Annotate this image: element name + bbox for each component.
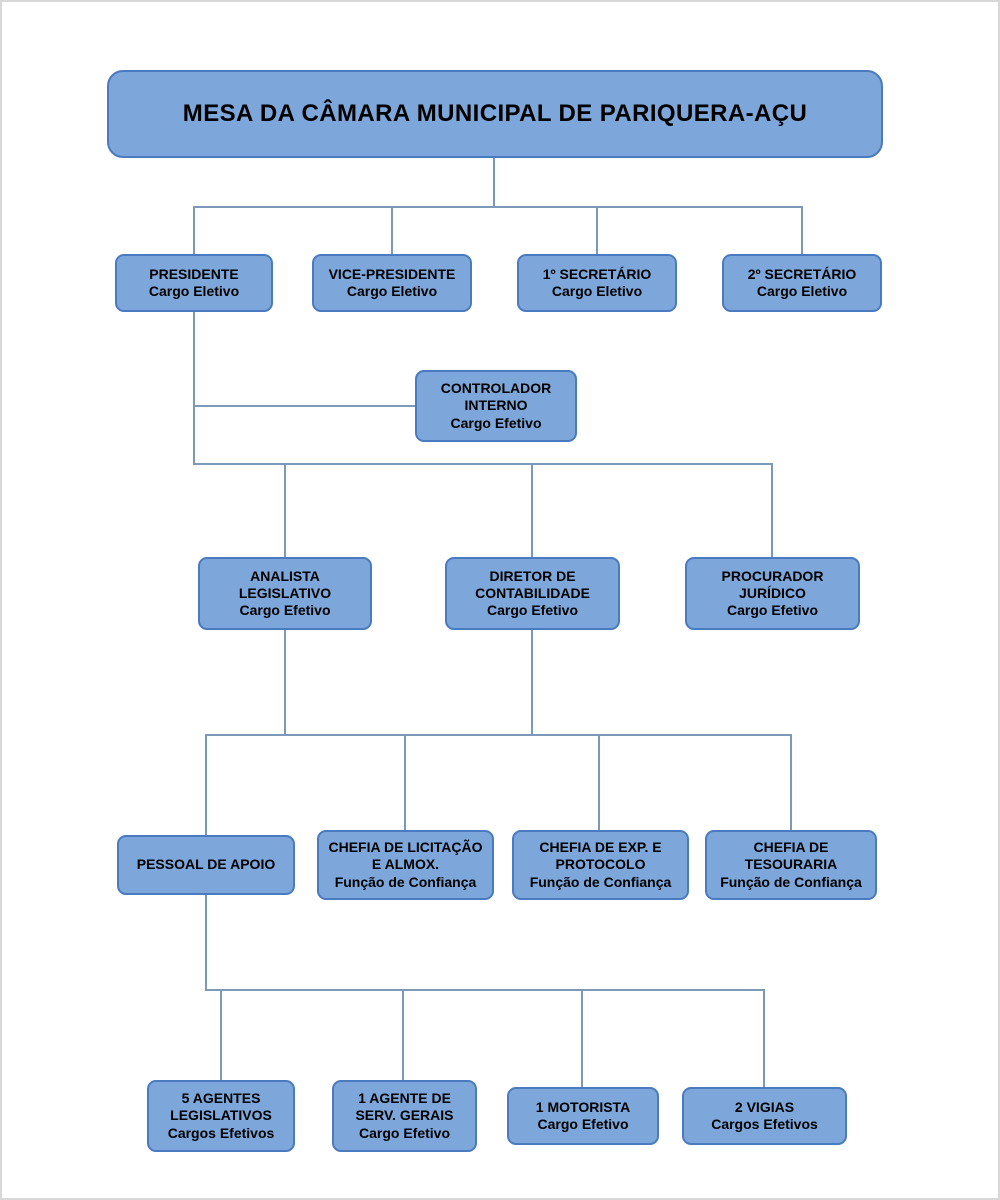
connector-line <box>193 206 803 208</box>
connector-line <box>581 990 583 1087</box>
connector-line <box>598 735 600 830</box>
node-title: 5 AGENTES LEGISLATIVOS <box>170 1090 272 1124</box>
connector-line <box>391 207 393 254</box>
org-node-motorista: 1 MOTORISTA Cargo Efetivo <box>507 1087 659 1145</box>
org-node-vigias: 2 VIGIAS Cargos Efetivos <box>682 1087 847 1145</box>
connector-line <box>205 734 792 736</box>
node-title: PRESIDENTE <box>149 265 239 282</box>
node-subtitle: Cargos Efetivos <box>711 1116 818 1132</box>
org-node-agentes-legislativos: 5 AGENTES LEGISLATIVOS Cargos Efetivos <box>147 1080 295 1152</box>
connector-line <box>205 895 207 990</box>
connector-line <box>205 989 765 991</box>
node-subtitle: Cargos Efetivos <box>167 1124 275 1141</box>
connector-line <box>284 630 286 735</box>
node-title: 1 MOTORISTA <box>535 1098 631 1115</box>
org-node-presidente: PRESIDENTE Cargo Eletivo <box>115 254 273 312</box>
org-node-agente-serv-gerais: 1 AGENTE DE SERV. GERAIS Cargo Efetivo <box>332 1080 477 1152</box>
org-node-1-secretario: 1º SECRETÁRIO Cargo Eletivo <box>517 254 677 312</box>
node-subtitle: Cargo Eletivo <box>756 283 848 299</box>
connector-line <box>193 463 773 465</box>
node-title: 2º SECRETÁRIO <box>747 265 857 282</box>
node-title: 2 VIGIAS <box>734 1098 795 1115</box>
org-node-controlador-interno: CONTROLADOR INTERNO Cargo Efetivo <box>415 370 577 442</box>
connector-line <box>763 990 765 1087</box>
connector-line <box>220 990 222 1080</box>
connector-line <box>531 464 533 557</box>
connector-line <box>404 735 406 830</box>
node-title: VICE-PRESIDENTE <box>328 265 456 282</box>
node-subtitle: Cargo Efetivo <box>450 414 542 431</box>
org-node-procurador-juridico: PROCURADOR JURÍDICO Cargo Efetivo <box>685 557 860 630</box>
node-subtitle: Cargo Efetivo <box>486 602 578 619</box>
connector-line <box>205 735 207 835</box>
connector-line <box>193 405 415 407</box>
node-title: 1º SECRETÁRIO <box>542 265 652 282</box>
org-node-2-secretario: 2º SECRETÁRIO Cargo Eletivo <box>722 254 882 312</box>
node-title: PESSOAL DE APOIO <box>136 856 276 873</box>
connector-line <box>790 735 792 830</box>
org-node-diretor-contabilidade: DIRETOR DE CONTABILIDADE Cargo Efetivo <box>445 557 620 630</box>
node-subtitle: Cargo Eletivo <box>551 283 643 299</box>
node-title: CHEFIA DE TESOURARIA <box>744 839 838 873</box>
connector-line <box>801 207 803 254</box>
connector-line <box>771 464 773 557</box>
node-title: 1 AGENTE DE SERV. GERAIS <box>355 1090 454 1124</box>
node-title: ANALISTA LEGISLATIVO <box>238 567 332 601</box>
connector-line <box>531 630 533 735</box>
org-node-pessoal-apoio: PESSOAL DE APOIO <box>117 835 295 895</box>
connector-line <box>284 464 286 557</box>
org-node-mesa: MESA DA CÂMARA MUNICIPAL DE PARIQUERA-AÇ… <box>107 70 883 158</box>
node-subtitle: Cargo Efetivo <box>726 602 818 619</box>
node-subtitle: Cargo Efetivo <box>239 602 331 619</box>
node-title: CONTROLADOR INTERNO <box>440 380 552 414</box>
node-title: PROCURADOR JURÍDICO <box>721 567 824 601</box>
node-title: CHEFIA DE LICITAÇÃO E ALMOX. <box>328 839 483 873</box>
org-node-analista-legislativo: ANALISTA LEGISLATIVO Cargo Efetivo <box>198 557 372 630</box>
node-subtitle: Função de Confiança <box>529 873 672 890</box>
node-subtitle: Cargo Eletivo <box>148 283 240 299</box>
node-subtitle: Cargo Efetivo <box>358 1124 450 1141</box>
org-node-chefia-tesouraria: CHEFIA DE TESOURARIA Função de Confiança <box>705 830 877 900</box>
connector-line <box>493 158 495 207</box>
node-title: MESA DA CÂMARA MUNICIPAL DE PARIQUERA-AÇ… <box>182 100 808 127</box>
connector-line <box>402 990 404 1080</box>
node-subtitle: Função de Confiança <box>334 873 477 890</box>
org-node-chefia-exp-protocolo: CHEFIA DE EXP. E PROTOCOLO Função de Con… <box>512 830 689 900</box>
connector-line <box>193 207 195 254</box>
connector-line <box>193 312 195 464</box>
node-subtitle: Função de Confiança <box>720 873 862 890</box>
org-node-chefia-licitacao: CHEFIA DE LICITAÇÃO E ALMOX. Função de C… <box>317 830 494 900</box>
node-title: DIRETOR DE CONTABILIDADE <box>475 567 590 601</box>
org-node-vice-presidente: VICE-PRESIDENTE Cargo Eletivo <box>312 254 472 312</box>
node-subtitle: Cargo Efetivo <box>537 1116 629 1132</box>
node-subtitle: Cargo Eletivo <box>346 283 438 299</box>
connector-line <box>596 207 598 254</box>
node-title: CHEFIA DE EXP. E PROTOCOLO <box>539 839 662 873</box>
